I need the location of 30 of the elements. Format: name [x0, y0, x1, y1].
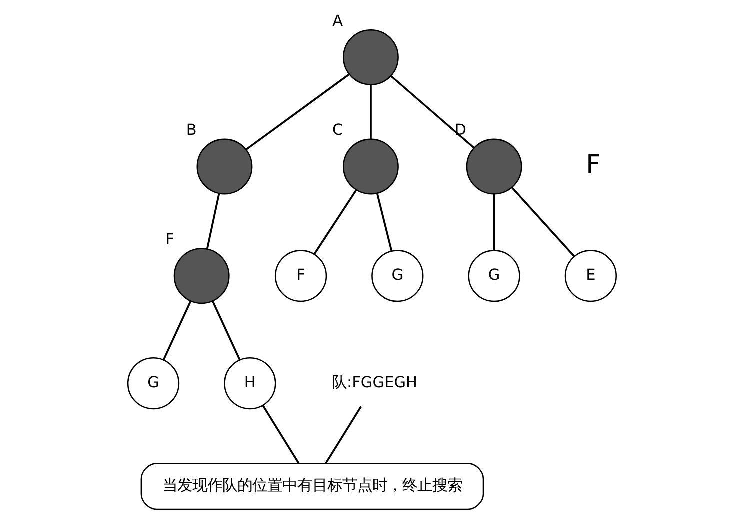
node-circle: G: [127, 358, 180, 410]
node-label: B: [186, 121, 197, 140]
node-circle: H: [224, 358, 276, 410]
connector: [376, 194, 393, 252]
node-circle: G: [372, 250, 424, 302]
node-circle: G: [468, 250, 520, 302]
node-box: 当发现作队的位置中有目标节点时，终止搜索: [140, 463, 484, 510]
node-label: F: [166, 230, 174, 248]
node-circle: [466, 138, 522, 195]
node-circle: F: [274, 250, 328, 302]
connector: [262, 405, 300, 464]
label: F: [586, 149, 601, 180]
node-label: C: [332, 121, 344, 140]
connector: [390, 76, 475, 149]
node-text: 队:FGGEGH: [332, 374, 418, 392]
node-circle: [196, 138, 253, 195]
node-circle: [174, 248, 230, 304]
connector: [162, 300, 192, 360]
connector: [493, 194, 496, 251]
node-circle: [342, 138, 399, 195]
connector: [314, 190, 358, 255]
node-circle: E: [564, 250, 617, 302]
connector: [325, 406, 362, 464]
connector: [370, 85, 372, 140]
connector: [511, 187, 575, 258]
node-circle: [342, 29, 399, 86]
connector: [206, 194, 220, 250]
connector: [212, 300, 241, 360]
node-label: A: [332, 12, 344, 30]
connector: [246, 74, 350, 150]
